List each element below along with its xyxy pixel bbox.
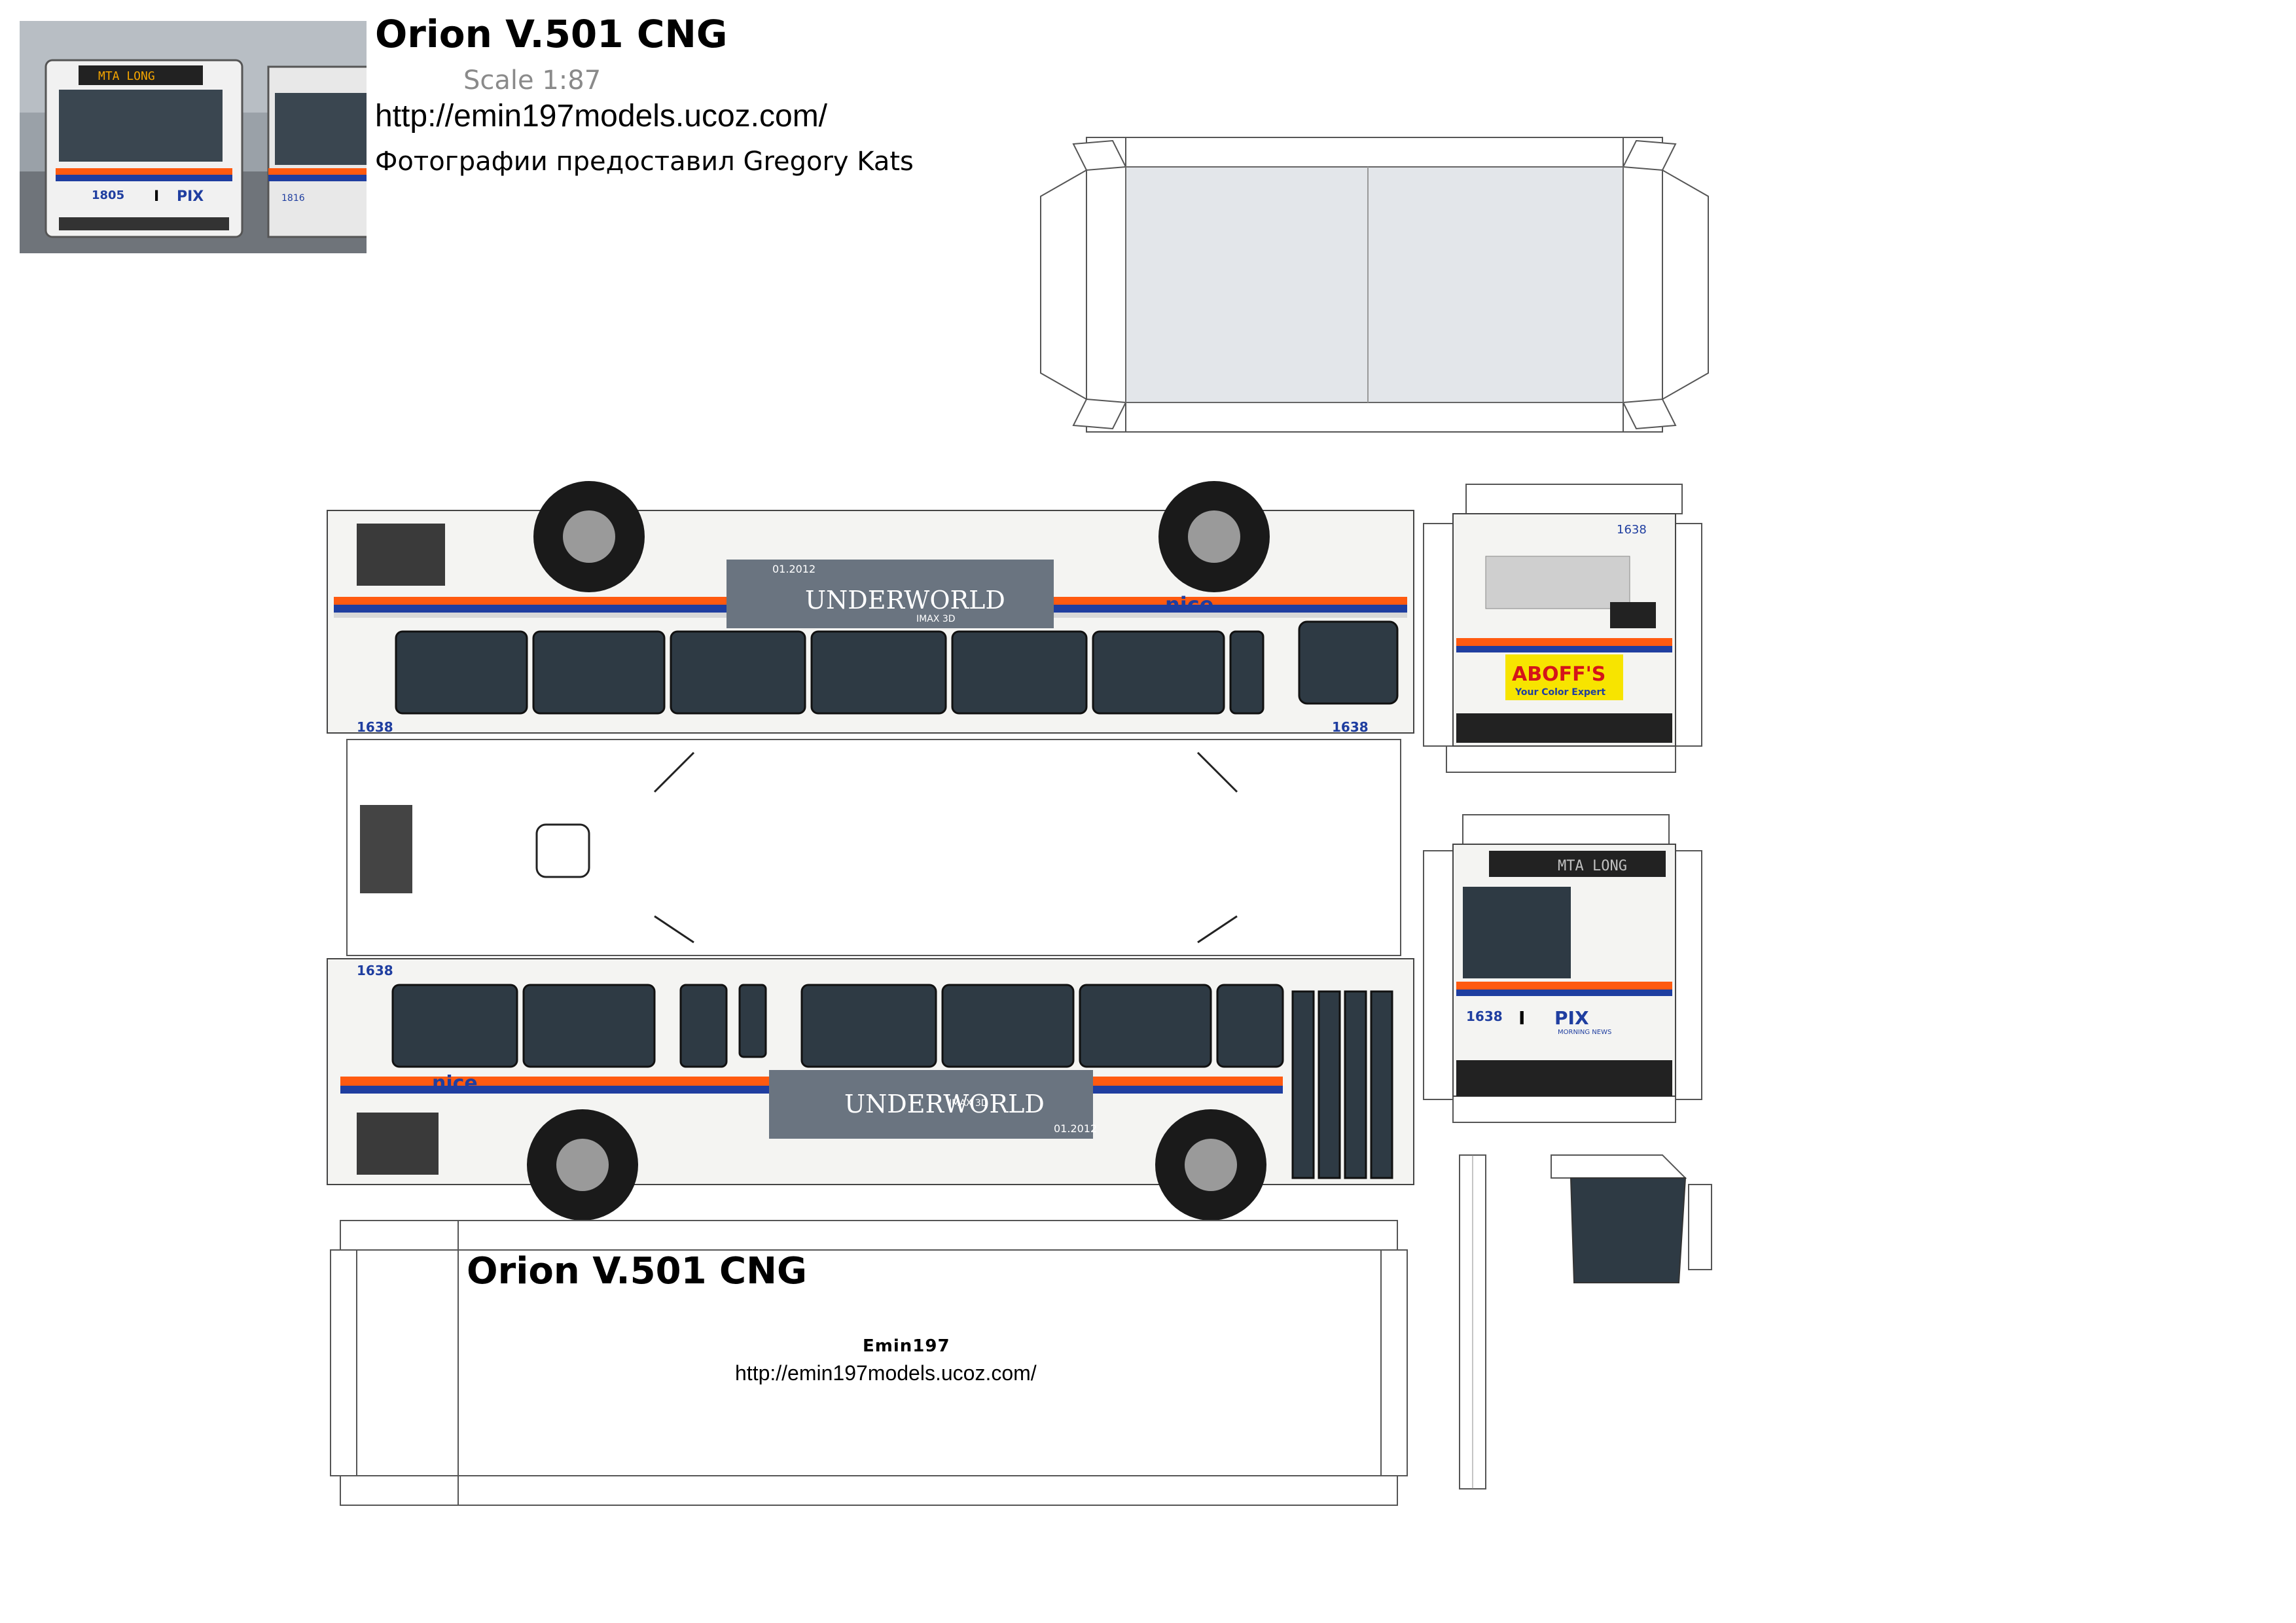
model-title: Orion V.501 CNG: [375, 12, 728, 56]
photo-fleet-number: 1805: [92, 188, 124, 202]
upper-ad-title: UNDERWORLD: [805, 586, 1005, 615]
front-ad-text: PIX: [1554, 1007, 1589, 1029]
reference-photo-image: MTA LONG 1805 I PIX 1816: [20, 21, 367, 253]
base-website[interactable]: http://emin197models.ucoz.com/: [735, 1361, 1037, 1385]
floor-hatch: [535, 823, 590, 878]
lower-ad-date: 01.2012: [1054, 1122, 1097, 1135]
lower-ad-title: UNDERWORLD: [844, 1090, 1045, 1118]
photo-destination: MTA LONG: [98, 69, 155, 83]
front-destination: MTA LONG: [1558, 858, 1627, 874]
base-title: Orion V.501 CNG: [467, 1250, 807, 1293]
lower-brand: nice: [432, 1072, 478, 1095]
photo-fleet-number-right: 1816: [281, 193, 305, 204]
upper-ad-date: 01.2012: [772, 563, 816, 575]
lower-grille: [357, 1113, 439, 1175]
rear-ad-title: ABOFF'S: [1512, 663, 1605, 686]
lower-fleet-number: 1638: [357, 963, 393, 978]
upper-brand: nice: [1165, 592, 1213, 617]
upper-ad-panel: [726, 560, 1054, 628]
lower-ad-panel: [769, 1070, 1093, 1139]
rear-ad-subtitle: Your Color Expert: [1515, 687, 1605, 698]
front-ad-prefix: I: [1518, 1007, 1525, 1029]
upper-fleet-left: 1638: [357, 719, 393, 735]
website-link[interactable]: http://emin197models.ucoz.com/: [375, 99, 828, 134]
reference-photo: MTA LONG 1805 I PIX 1816: [20, 21, 367, 253]
upper-ad-imax: IMAX 3D: [916, 614, 956, 624]
windshield-part: [1570, 1177, 1687, 1283]
photo-credit: Фотографии предоставил Gregory Kats: [375, 147, 914, 177]
floor-grille: [360, 805, 412, 893]
lower-ad-imax: IMAX 3D: [949, 1098, 988, 1109]
photo-ad-text: PIX: [177, 188, 204, 205]
upper-grille: [357, 524, 445, 586]
upper-fleet-right: 1638: [1332, 719, 1369, 735]
base-author: Emin197: [863, 1336, 950, 1356]
scale-label: Scale 1:87: [463, 65, 601, 96]
front-ad-sub: MORNING NEWS: [1558, 1029, 1611, 1036]
rear-fleet-number: 1638: [1617, 523, 1647, 537]
photo-ad-prefix: I: [154, 188, 159, 205]
front-fleet-number: 1638: [1466, 1008, 1503, 1024]
